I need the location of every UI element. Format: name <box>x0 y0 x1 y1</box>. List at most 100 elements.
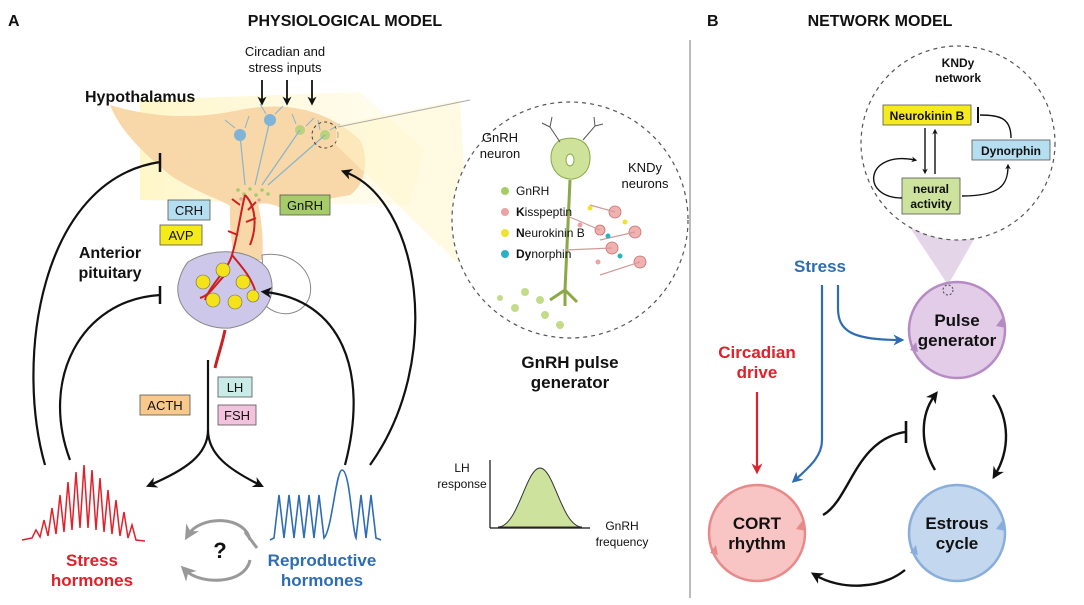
inputs-label-line1: Circadian and <box>245 44 325 59</box>
stress-to-cort-arrow <box>791 285 824 483</box>
kndy-network-label-line2: network <box>935 71 981 85</box>
panel-a-letter: A <box>8 13 20 30</box>
reproductive-hormones-label-line1: Reproductive <box>268 551 377 570</box>
stress-hormone-waveform <box>21 464 146 542</box>
dynorphin-inhibits-nkb <box>979 114 1012 139</box>
pulse-node-label-line2: generator <box>918 331 997 350</box>
crh-box <box>167 199 211 221</box>
neurokinin-box <box>882 104 972 126</box>
cort-node-label-line2: rhythm <box>728 534 786 553</box>
stress-feedback-pituitary <box>59 293 161 461</box>
gnrh-box <box>279 194 331 216</box>
portal-vessels <box>199 194 257 369</box>
fsh-box <box>217 404 257 426</box>
gnrh-neuron-label-line2: neuron <box>480 146 520 161</box>
peptide-dots <box>497 205 628 329</box>
release-dots <box>236 187 270 202</box>
avp-box <box>159 224 203 246</box>
circadian-drive-label-line1: Circadian <box>718 343 795 362</box>
dynorphin-label: Dynorphin <box>981 144 1041 158</box>
posterior-pituitary <box>261 253 312 315</box>
lh-response-plot: LH response GnRH frequency <box>437 460 648 549</box>
lh-response-curve <box>497 467 583 528</box>
lh-label: LH <box>227 380 244 395</box>
acth-output-arrow <box>145 360 210 488</box>
neural-activity-label-line2: activity <box>910 197 952 211</box>
legend-gnrh-dot <box>501 187 509 195</box>
kndy-network-arrows <box>873 107 1012 199</box>
crosstalk-arrow-bottom <box>180 559 252 582</box>
pulse-generator-label-line2: generator <box>531 373 610 392</box>
gnrh-box-label: GnRH <box>287 198 323 213</box>
legend-dynorphin-dot <box>501 250 509 258</box>
avp-label: AVP <box>168 228 193 243</box>
legend-kisspeptin-dot <box>501 208 509 216</box>
acth-box <box>139 394 191 416</box>
stress-to-pulse-arrow <box>836 285 905 346</box>
acth-label: ACTH <box>147 398 182 413</box>
anterior-pituitary <box>177 251 273 329</box>
gnrh-neuron-drawing <box>541 116 604 306</box>
cort-node-label-line1: CORT <box>733 514 782 533</box>
stress-input-label: Stress <box>794 257 846 276</box>
crh-label: CRH <box>175 203 203 218</box>
zoom-cone <box>336 100 470 275</box>
dynorphin-box <box>971 139 1051 161</box>
estrous-node-label-line2: cycle <box>936 534 979 553</box>
neural-activity-label-line1: neural <box>913 182 949 196</box>
anterior-pituitary-label-line1: Anterior <box>79 245 141 262</box>
legend-kisspeptin-text: Kisspeptin <box>516 205 572 219</box>
panel-a-title: PHYSIOLOGICAL MODEL <box>248 13 443 30</box>
repro-feedback-pituitary <box>260 287 355 466</box>
anterior-pituitary-label-line2: pituitary <box>78 265 141 282</box>
legend-neurokinin-text: Neurokinin B <box>516 226 585 240</box>
lh-plot-xlabel-line1: GnRH <box>605 519 638 533</box>
gonadotropin-output-arrow <box>206 429 264 487</box>
legend-neurokinin-dot <box>501 229 509 237</box>
fsh-label: FSH <box>224 408 250 423</box>
circadian-drive-label-line2: drive <box>737 363 778 382</box>
kndy-network-label-line1: KNDy <box>942 56 975 70</box>
reproductive-hormone-waveform <box>269 469 382 541</box>
activity-self-loop <box>873 156 918 199</box>
hypothalamus-label: Hypothalamus <box>85 89 195 106</box>
kndy-neurons-label-line2: neurons <box>622 176 669 191</box>
pulse-generator-label-line1: GnRH pulse <box>521 353 618 372</box>
estrous-to-pulse-arrow <box>922 391 938 471</box>
inputs-label-line2: stress inputs <box>249 60 322 75</box>
lh-box <box>217 376 253 398</box>
repro-feedback-hypothalamus <box>340 169 417 466</box>
pulse-generator-inset <box>451 101 689 339</box>
estrous-to-cort-arrow <box>810 569 906 587</box>
gnrh-neuron-label-line1: GnRH <box>482 130 518 145</box>
pulse-generator-node: Pulse generator <box>907 280 1007 380</box>
lh-plot-ylabel-line1: LH <box>454 461 469 475</box>
stress-feedback-hypothalamus <box>32 160 161 466</box>
reproductive-hormones-label-line2: hormones <box>281 571 363 590</box>
kndy-neurons-label-line1: KNDy <box>628 160 662 175</box>
pituitary-cells <box>195 262 260 310</box>
kndy-neuron-drawing <box>564 204 647 276</box>
cort-rhythm-node: CORT rhythm <box>707 483 807 583</box>
estrous-node-label-line1: Estrous <box>925 514 988 533</box>
estrous-cycle-node: Estrous cycle <box>907 483 1007 583</box>
lh-plot-xlabel-line2: frequency <box>596 535 649 549</box>
zoom-line-top <box>337 99 471 128</box>
stress-hormones-label-line2: hormones <box>51 571 133 590</box>
neural-activity-box <box>901 177 961 215</box>
legend-dynorphin-text: Dynorphin <box>516 247 571 261</box>
hypothalamic-neurons <box>224 103 341 186</box>
panel-b-letter: B <box>707 13 719 30</box>
inset-legend: GnRH Kisspeptin Neurokinin B Dynorphin <box>501 184 585 261</box>
neurokinin-label: Neurokinin B <box>890 109 965 123</box>
crosstalk-question: ? <box>213 538 226 563</box>
pulse-node-label-line1: Pulse <box>934 311 979 330</box>
legend-gnrh-text: GnRH <box>516 184 549 198</box>
lh-plot-ylabel-line2: response <box>437 477 487 491</box>
panel-b-title: NETWORK MODEL <box>808 13 953 30</box>
cort-inhibits-pulse <box>822 430 906 517</box>
stress-hormones-label-line1: Stress <box>66 551 118 570</box>
crosstalk-inhibit-bar <box>243 531 259 549</box>
activity-to-dynorphin-arrow <box>961 163 1011 197</box>
